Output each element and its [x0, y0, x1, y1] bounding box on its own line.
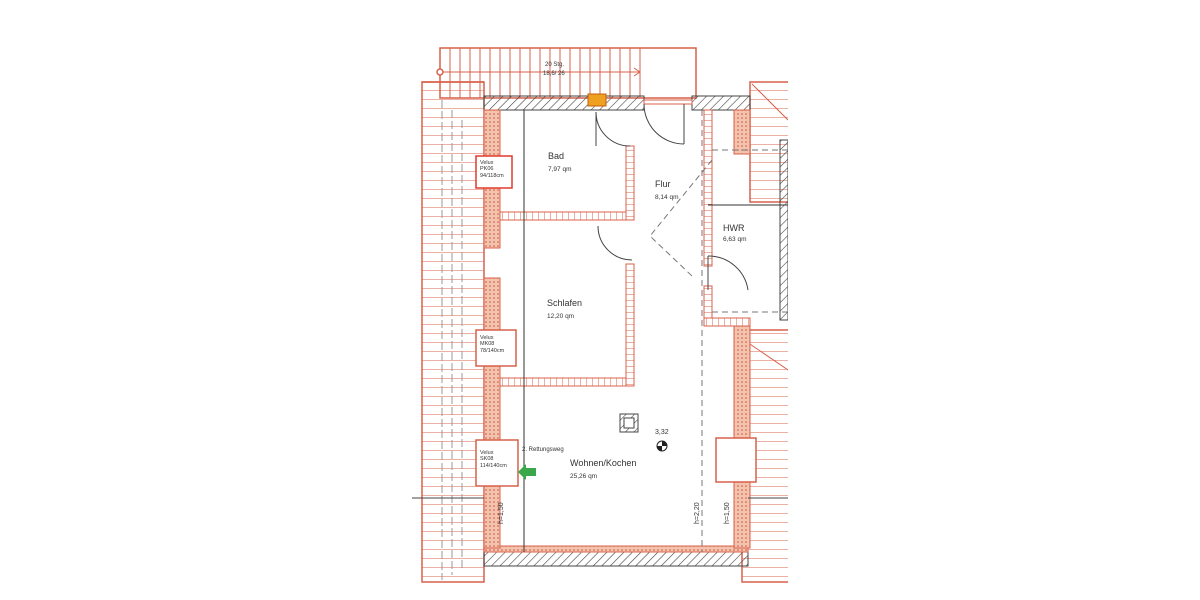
bottom-wall [483, 551, 749, 567]
chimney [587, 93, 607, 107]
room-wohnen-area: 25,26 qm [570, 473, 598, 480]
floor-plan-drawing [412, 47, 788, 583]
doors [595, 103, 749, 291]
room-hwr-name: HWR [723, 223, 745, 233]
room-flur-area: 8,14 qm [655, 194, 679, 201]
velux-window-mk08 [475, 329, 517, 367]
roof-slope-left [421, 81, 485, 583]
stair-steps-label: 20 Stg. [545, 62, 565, 68]
right-kneewall [733, 109, 751, 549]
velux-window-pk06 [475, 155, 513, 189]
room-hwr-area: 6,63 qm [723, 236, 747, 243]
top-wall [483, 93, 751, 111]
height-middle-label: h=2,20 [694, 502, 701, 524]
room-wohnen-name: Wohnen/Kochen [570, 458, 637, 468]
room-schlafen-area: 12,20 qm [547, 313, 575, 320]
room-schlafen-name: Schlafen [547, 298, 583, 308]
vent-symbol [619, 413, 639, 433]
height-right-label: h=1,50 [724, 502, 731, 524]
stair-ratio-label: 18,6/ 26 [543, 71, 565, 77]
escape-route-label: 2. Rettungsweg [522, 447, 564, 453]
level-marker-label: 3,32 [655, 429, 669, 436]
room-bad-name: Bad [548, 151, 565, 161]
room-bad-area: 7,97 qm [548, 166, 572, 173]
height-left-label: h=1,50 [498, 502, 505, 524]
velux-window-right [715, 437, 757, 483]
interior-walls [499, 109, 788, 387]
velux-window-sk08 [475, 439, 519, 487]
escape-route-arrow-icon [518, 464, 536, 480]
velux-mk08-label: Velux MK08 78/140cm [480, 335, 505, 354]
level-marker-icon [656, 440, 668, 452]
velux-pk06-label: Velux PK06 94/118cm [480, 160, 504, 179]
room-flur-name: Flur [655, 179, 671, 189]
velux-sk08-label: Velux SK08 114/140cm [480, 450, 507, 469]
floor-plan-sheet: 20 Stg. 18,6/ 26 Bad 7,97 qm Flur 8,14 q… [412, 0, 788, 600]
